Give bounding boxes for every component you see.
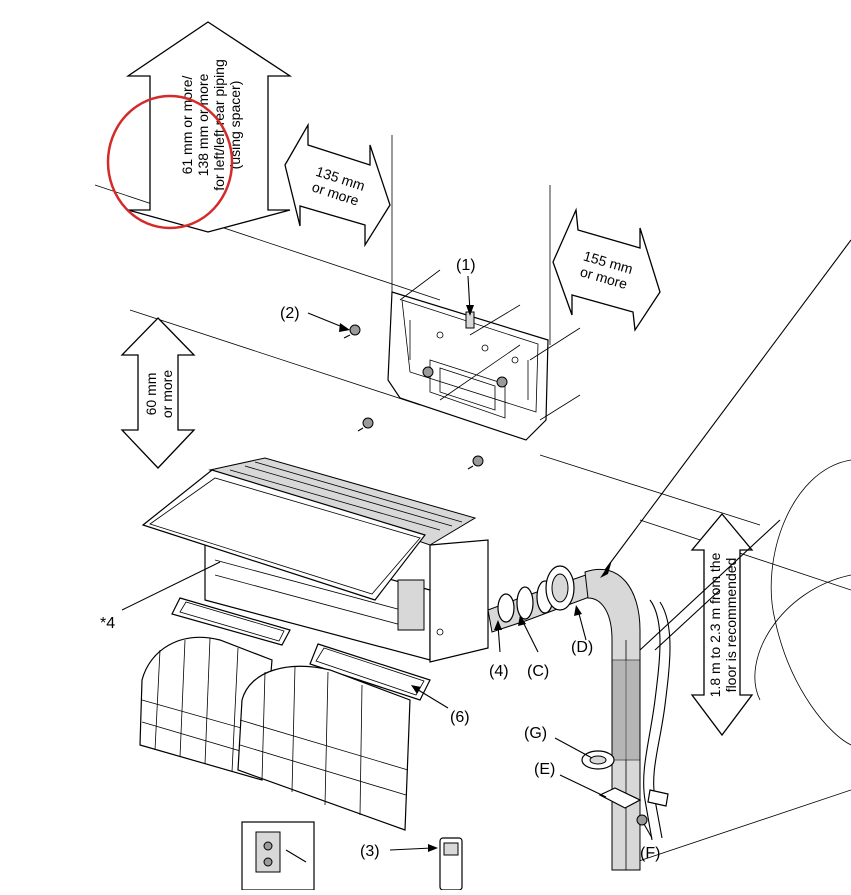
remote-holder (241, 821, 315, 891)
svg-text:floor is recommended: floor is recommended (723, 558, 739, 693)
leader-lines (121, 275, 653, 852)
svg-text:60 mm: 60 mm (143, 373, 159, 416)
right-clearance-arrow: 155 mm or more (552, 207, 661, 332)
label-2: (2) (280, 305, 300, 322)
screw-icon (467, 455, 484, 470)
indoor-unit (141, 457, 489, 663)
air-filter-right (237, 665, 411, 831)
label-D: (D) (571, 639, 593, 656)
floor-height-text: 1.8 m to 2.3 m from the floor is recomme… (707, 552, 739, 697)
svg-text:for left/left rear piping: for left/left rear piping (211, 59, 227, 191)
mounting-plate (387, 269, 581, 441)
label-C: (C) (527, 663, 549, 680)
reference-lines (94, 135, 851, 871)
piping-assembly (487, 239, 851, 871)
screws (343, 324, 484, 470)
label-4: (4) (489, 663, 509, 680)
left-clearance-arrow: 135 mm or more (284, 122, 391, 248)
clamp-E (598, 787, 642, 809)
screw-icon (343, 324, 361, 339)
bottom-clearance-text: 60 mm or more (143, 370, 175, 418)
svg-text:or more: or more (159, 370, 175, 418)
label-E: (E) (534, 761, 555, 778)
highlight-circle (106, 94, 234, 230)
part-labels: (1) (2) *4 (4) (C) (D) (6) (G) (E) (F) (… (100, 257, 660, 862)
svg-text:1.8 m to 2.3 m from the: 1.8 m to 2.3 m from the (707, 552, 723, 697)
clamp-G (581, 750, 615, 770)
svg-text:61 mm or more/: 61 mm or more/ (179, 75, 195, 174)
screw-icon (357, 417, 374, 432)
label-F: (F) (640, 845, 660, 862)
label-3: (3) (360, 843, 380, 860)
top-clearance-arrow: 61 mm or more/ 138 mm or more for left/l… (125, 21, 293, 233)
remote-control (439, 837, 463, 891)
label-G: (G) (524, 725, 547, 742)
bottom-clearance-arrow: 60 mm or more (120, 317, 196, 469)
label-star-4: *4 (100, 615, 115, 632)
label-1: (1) (456, 257, 476, 274)
deodorizing-filter-right (309, 643, 431, 701)
svg-text:138 mm or more: 138 mm or more (195, 73, 211, 176)
clamp-F (636, 789, 669, 826)
top-grille-lines (229, 461, 463, 531)
deodorizing-filter-left (171, 597, 291, 646)
svg-text:(using spacer): (using spacer) (227, 81, 243, 170)
label-6: (6) (450, 709, 470, 726)
floor-height-arrow: 1.8 m to 2.3 m from the floor is recomme… (690, 512, 754, 737)
